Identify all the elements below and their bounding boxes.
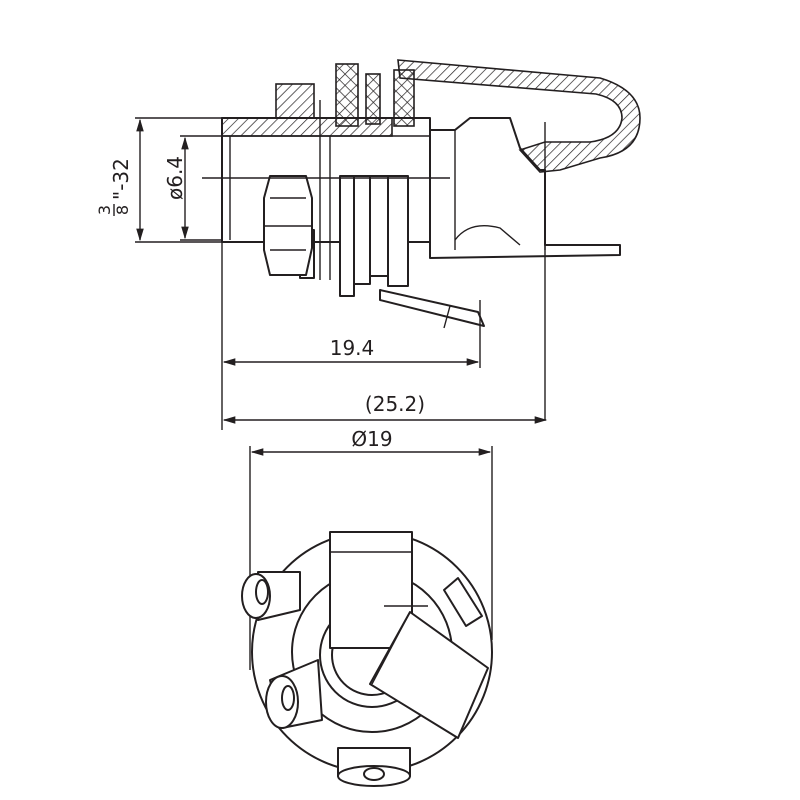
insulator-3 (393, 69, 415, 127)
front-view: Ø19 (241, 427, 493, 787)
angled-terminal (369, 611, 489, 739)
insulator-2 (365, 73, 381, 125)
thread-frac-den: 8 (113, 205, 132, 215)
thread-suffix: "-32 (109, 158, 133, 200)
plate-1 (339, 175, 355, 297)
contact-spring (397, 59, 641, 173)
washer (275, 83, 315, 119)
left-lug-top (241, 571, 301, 621)
thread-frac-num: 3 (95, 205, 114, 215)
side-view: 3 8 "-32 ø6.4 19.4 (25.2) (95, 59, 641, 430)
plate-2 (353, 175, 371, 285)
bottom-lug (337, 747, 411, 787)
body-length-label: 19.4 (330, 336, 375, 360)
outer-dia-label: Ø19 (351, 427, 392, 451)
solder-lug (379, 289, 485, 327)
contact-frame (429, 117, 621, 259)
thread-dim-label: 3 8 "-32 (95, 158, 133, 216)
insulator-1 (335, 63, 359, 127)
plate-4 (387, 175, 409, 287)
right-tab (443, 577, 483, 627)
plate-3 (369, 175, 389, 277)
left-lug-bottom (265, 659, 323, 729)
overall-length-label: (25.2) (365, 392, 425, 416)
bushing-dia-label: ø6.4 (163, 156, 187, 200)
